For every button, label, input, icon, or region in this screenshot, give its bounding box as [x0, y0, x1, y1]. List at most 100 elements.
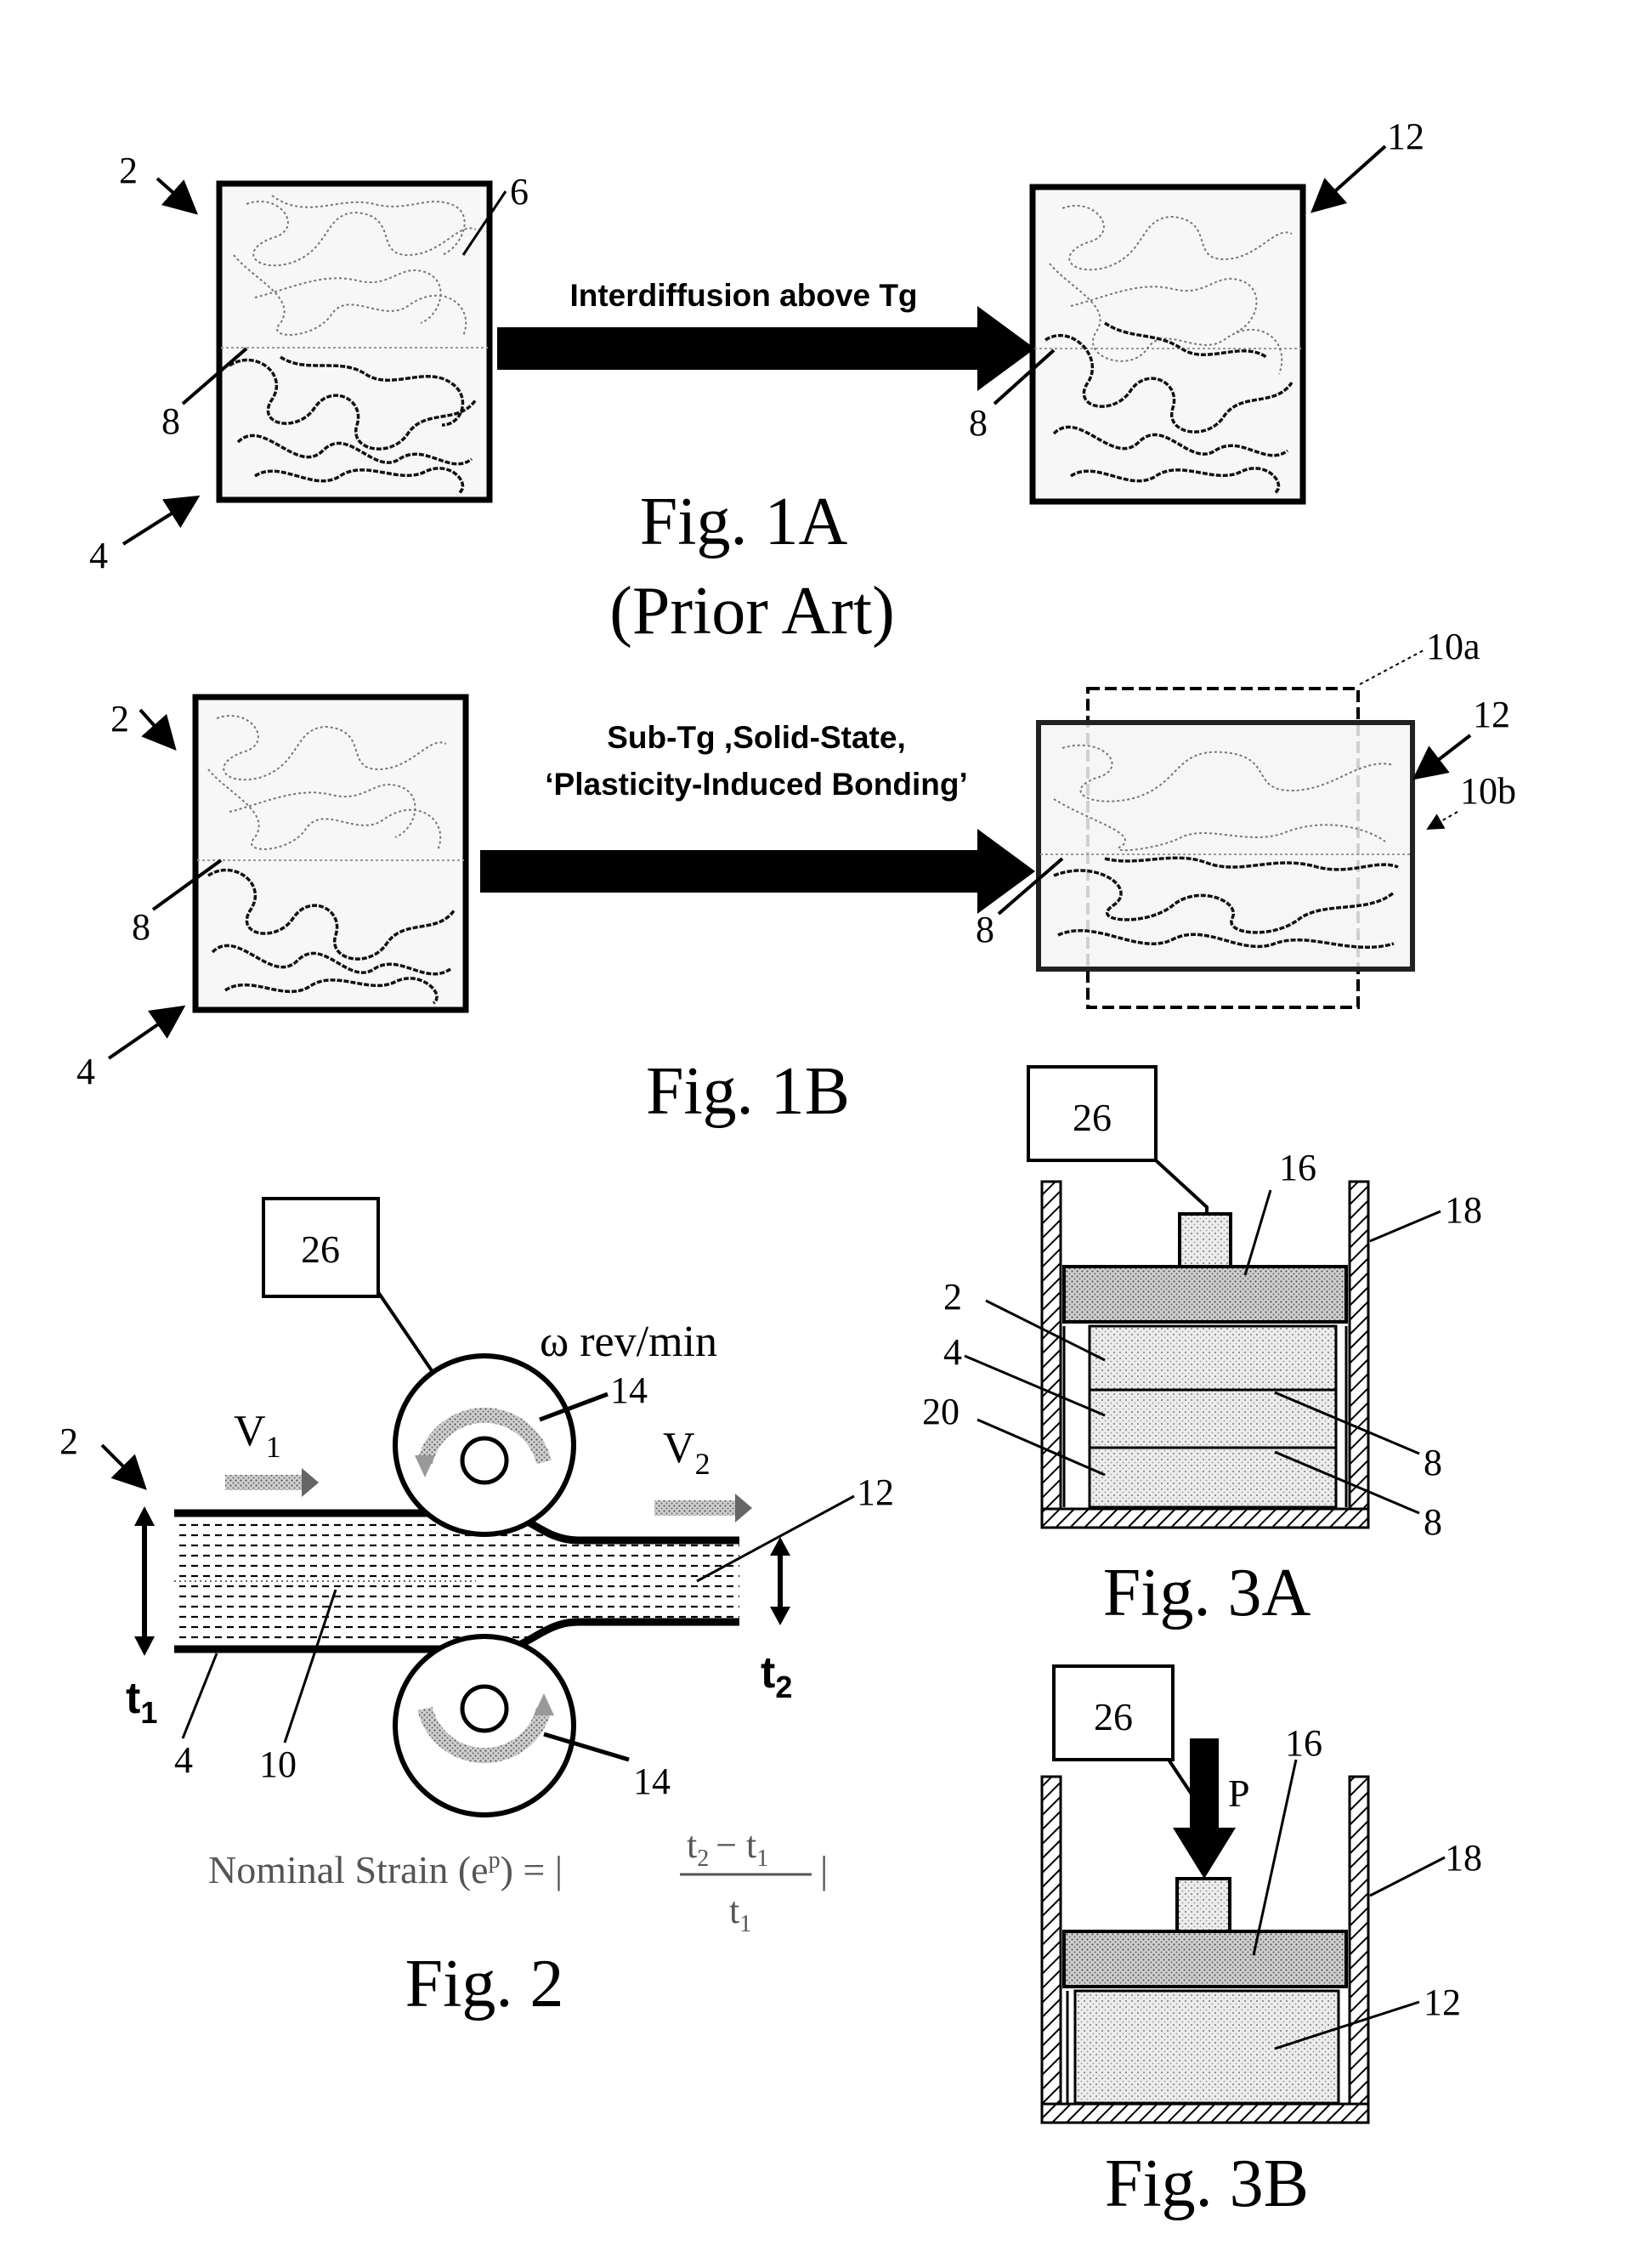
- fig2-v2-arrow-head: [735, 1494, 752, 1522]
- fig3b-label-16: 16: [1285, 1722, 1322, 1764]
- fig1b-process-arrow: [480, 829, 1035, 914]
- fig2-v1-arrow-shaft: [225, 1475, 302, 1490]
- fig3a-controller-link: [1156, 1160, 1207, 1216]
- fig3a-label-18: 18: [1445, 1189, 1482, 1231]
- fig1b-label-2: 2: [110, 698, 129, 740]
- fig1a-block-outline: [219, 184, 490, 500]
- fig3b-caption: Fig. 3B: [1105, 2146, 1309, 2221]
- fig1b-arrow-text-line2: ‘Plasticity-Induced Bonding’: [545, 767, 967, 802]
- fig3b-label-12: 12: [1424, 1982, 1461, 2023]
- fig2-strain-formula: Nominal Strain (ep) = | t2− t1 t1 |: [208, 1824, 828, 1937]
- fig2-t2-arrow-bottom: [770, 1607, 790, 1625]
- fig1b-initial-block: [195, 697, 466, 1010]
- fig3a-base: [1042, 1509, 1368, 1528]
- fig3b: 26 P 16 18 12 Fig. 3B: [1042, 1666, 1482, 2221]
- fig2-label-2: 2: [59, 1420, 78, 1462]
- fig2-leader-4: [183, 1653, 217, 1738]
- fig1a-label-2: 2: [119, 150, 138, 191]
- fig2-formula-numerator: t2− t1: [687, 1824, 768, 1872]
- fig2-v1-letter: V1: [234, 1407, 281, 1464]
- fig1b-label-10b: 10b: [1460, 770, 1516, 812]
- fig2-v1-arrow-head: [302, 1468, 319, 1497]
- fig2-v2-arrow-shaft: [654, 1500, 735, 1516]
- fig2-controller-label: 26: [301, 1228, 340, 1271]
- fig2-caption: Fig. 2: [405, 1947, 564, 2021]
- fig2-label-14-top: 14: [610, 1369, 648, 1411]
- fig3a-leader-16: [1245, 1190, 1271, 1275]
- fig3b-wall-right: [1350, 1777, 1368, 2104]
- fig1b-label-10a: 10a: [1426, 626, 1480, 667]
- fig3a-controller-label: 26: [1073, 1096, 1112, 1139]
- fig3b-pressure-arrow-head: [1173, 1828, 1236, 1879]
- fig2-formula-denominator: t1: [729, 1890, 751, 1937]
- fig1a-caption: Fig. 1A: [640, 485, 848, 559]
- fig1a-label-8: 8: [161, 400, 180, 442]
- fig3a-label-2: 2: [943, 1276, 962, 1318]
- fig3a-caption: Fig. 3A: [1103, 1556, 1311, 1630]
- fig3a-label-8-top: 8: [1424, 1442, 1442, 1483]
- fig3b-wall-left: [1042, 1777, 1061, 2104]
- fig1a: Interdiffusion above Tg 2 4 6 8 8 12 Fig…: [89, 116, 1424, 649]
- fig2-t2-label: t2: [761, 1648, 792, 1704]
- fig1b-leader-2: [140, 710, 174, 748]
- fig1a-leader-12: [1313, 146, 1385, 211]
- fig3a-leader-18: [1370, 1211, 1441, 1241]
- fig2-roller-top: [395, 1356, 574, 1534]
- fig3a: 26 16 18 2 4 20 8 8 Fig. 3A: [922, 1067, 1482, 1630]
- fig2-formula-lhs: Nominal Strain (ep) = |: [208, 1847, 563, 1891]
- fig2-velocity-v1: V1: [225, 1407, 319, 1497]
- fig1a-process-arrow: [497, 306, 1035, 391]
- fig2-leader-2: [102, 1445, 144, 1488]
- fig1b-label-8: 8: [132, 906, 150, 948]
- fig3a-label-8-bottom: 8: [1424, 1501, 1442, 1543]
- fig2-label-14-bottom: 14: [633, 1761, 671, 1802]
- fig2-sheet-taper: [501, 1513, 739, 1649]
- fig1a-result-block: [1033, 187, 1303, 502]
- fig2-t1-label: t1: [126, 1674, 157, 1730]
- fig3b-leader-16: [1254, 1760, 1296, 1955]
- fig3a-plunger: [1180, 1214, 1231, 1267]
- fig2-sheet-input-body: [174, 1513, 510, 1649]
- fig1a-leader-2: [157, 179, 195, 213]
- fig3b-label-p: P: [1228, 1772, 1250, 1815]
- fig3b-plunger: [1177, 1879, 1230, 1931]
- fig3b-pressure-arrow-shaft: [1190, 1738, 1219, 1832]
- fig2-sheet-output: [501, 1513, 739, 1649]
- fig2-t1-arrow-top: [134, 1506, 155, 1526]
- fig3b-bonded-block: [1075, 1991, 1339, 2103]
- fig1b-label-12: 12: [1473, 694, 1510, 735]
- fig3a-platen: [1064, 1267, 1346, 1322]
- fig1b-leader-10a: [1360, 650, 1424, 684]
- fig2-formula-end: |: [820, 1848, 828, 1891]
- fig3b-label-18: 18: [1445, 1837, 1482, 1879]
- fig2-v2-letter: V2: [663, 1424, 710, 1481]
- fig3b-platen: [1064, 1931, 1346, 1987]
- fig3a-wall-left: [1042, 1182, 1061, 1509]
- fig3a-layer-4: [1090, 1390, 1336, 1448]
- fig3a-wall-right: [1350, 1182, 1368, 1509]
- fig1a-label-6: 6: [510, 171, 529, 213]
- fig1a-subcaption: (Prior Art): [609, 574, 895, 649]
- fig2-sheet-input: [174, 1513, 510, 1649]
- fig2-label-12: 12: [857, 1471, 894, 1513]
- fig1b-block-outline: [195, 697, 466, 1010]
- fig1a-label-8-result: 8: [969, 402, 988, 444]
- fig2-roller-top-axle: [462, 1438, 507, 1483]
- fig1b-caption: Fig. 1B: [646, 1054, 850, 1129]
- fig2-roller-bottom-axle: [462, 1687, 507, 1731]
- fig3a-label-16: 16: [1279, 1147, 1316, 1188]
- fig3a-label-4: 4: [943, 1331, 962, 1373]
- fig2-roller-bottom: [395, 1636, 574, 1815]
- fig1a-initial-block: [219, 184, 490, 500]
- fig2-velocity-v2: V2: [654, 1424, 752, 1522]
- fig2: 26 ω rev/min V1: [59, 1199, 894, 2021]
- fig3a-layer-2: [1090, 1326, 1336, 1390]
- fig1b-result-block: [1039, 723, 1412, 969]
- fig2-rotation-label: ω rev/min: [540, 1318, 717, 1366]
- fig3a-layer-20: [1090, 1448, 1336, 1507]
- fig1b-label-8-result: 8: [976, 909, 994, 950]
- fig3b-controller-label: 26: [1094, 1695, 1133, 1738]
- fig1b-leader-4: [109, 1007, 183, 1058]
- fig3a-leader-4: [965, 1356, 1105, 1415]
